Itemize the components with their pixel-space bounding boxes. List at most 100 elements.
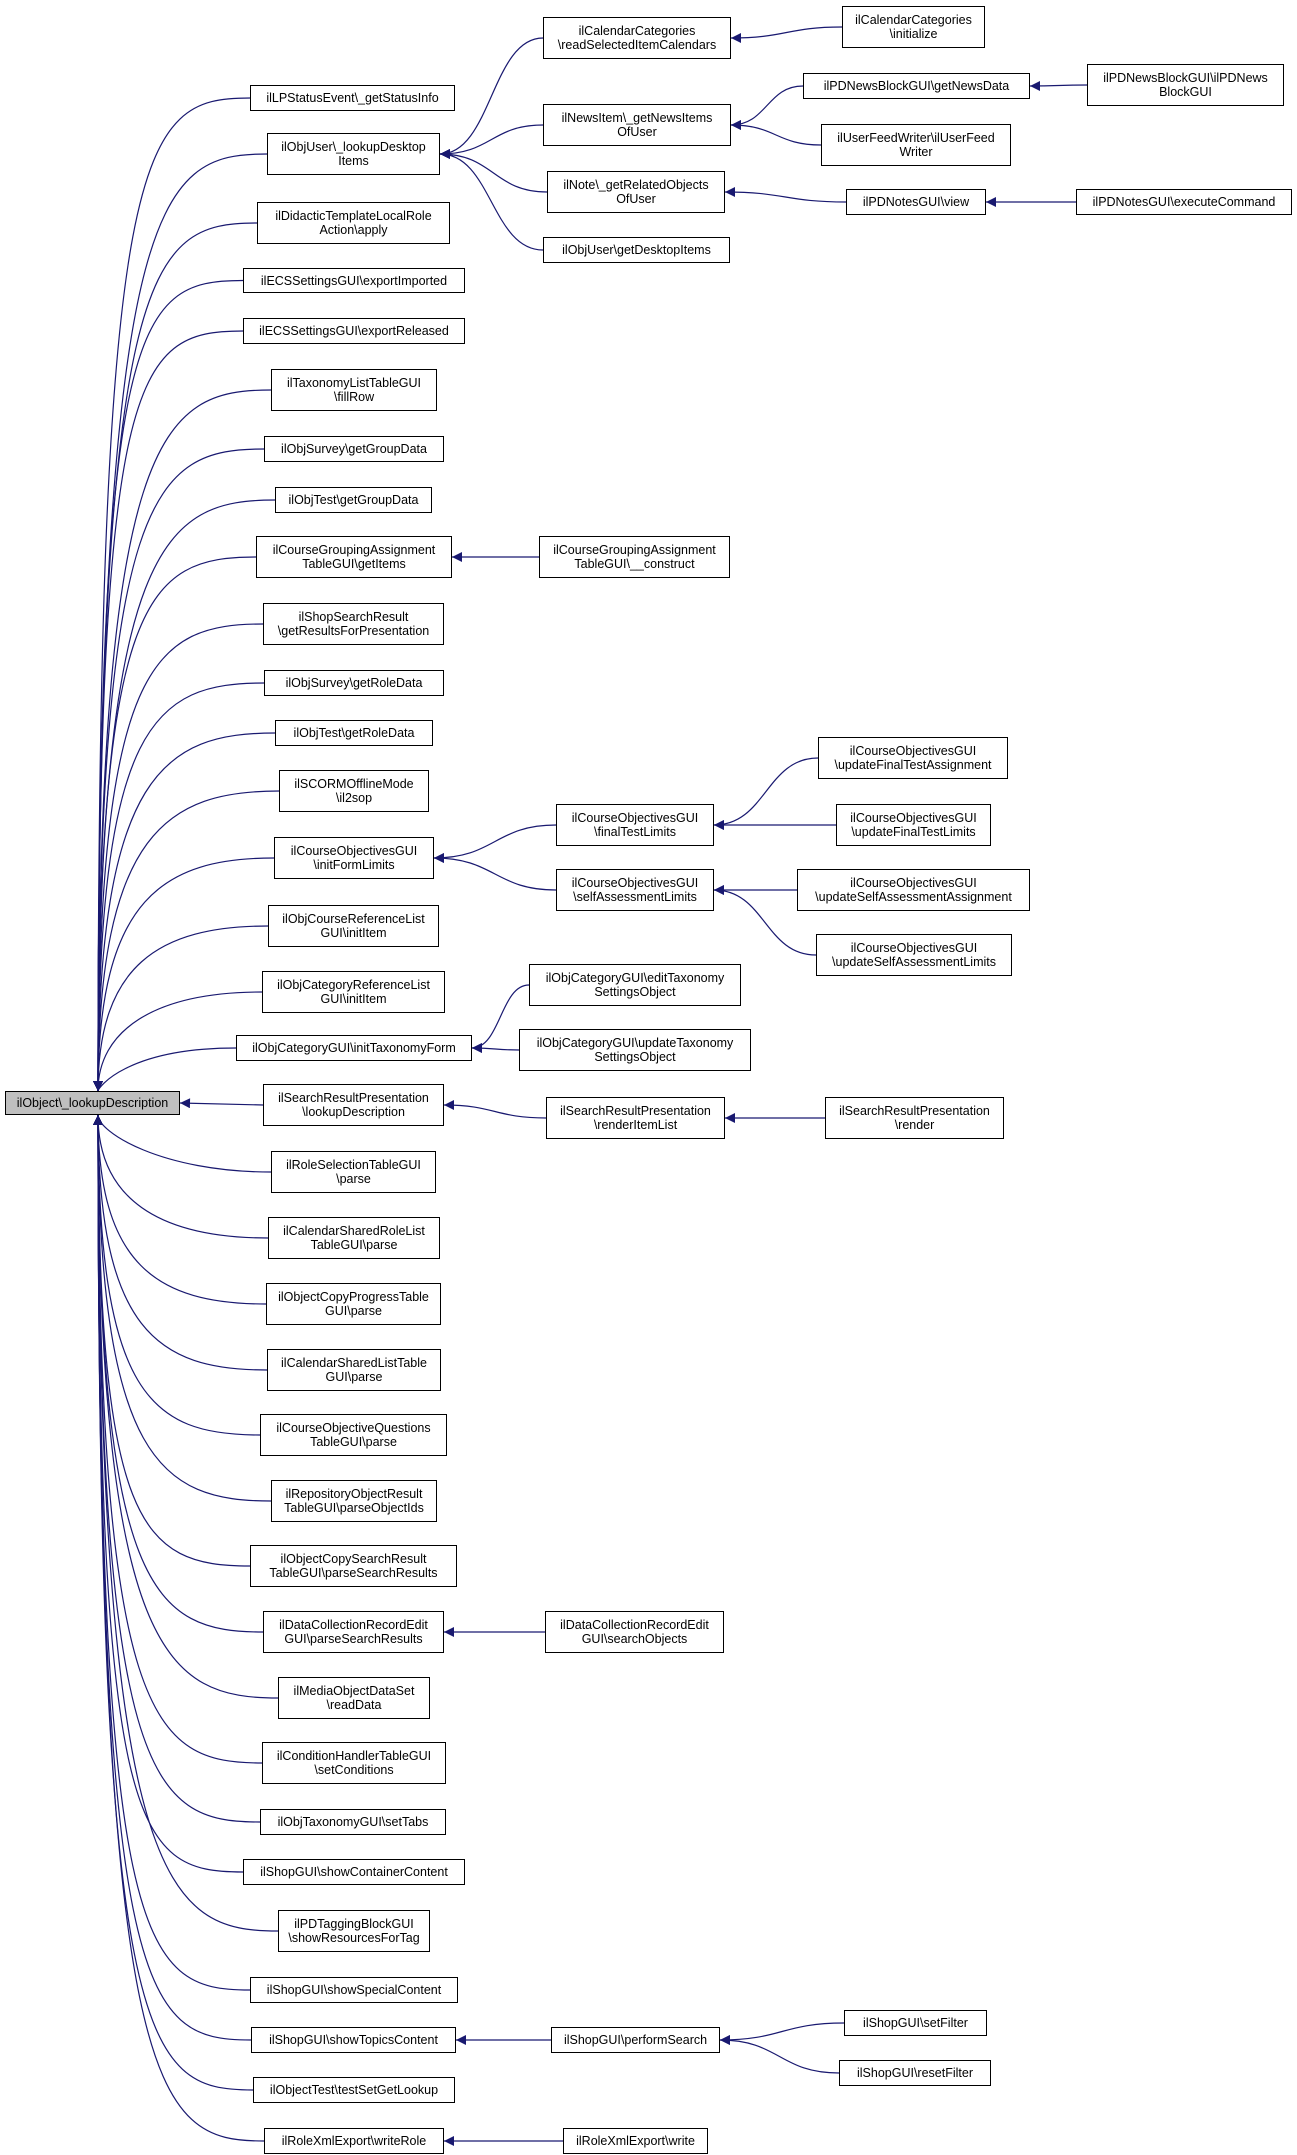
node-label-line: ilDataCollectionRecordEdit (560, 1618, 709, 1632)
graph-node[interactable]: ilCourseObjectivesGUI\updateFinalTestLim… (836, 804, 991, 846)
graph-node[interactable]: ilECSSettingsGUI\exportReleased (243, 318, 465, 344)
node-label-line: SettingsObject (594, 985, 676, 999)
call-edge (93, 682, 265, 1092)
graph-node[interactable]: ilObjectTest\testSetGetLookup (253, 2077, 455, 2103)
graph-node[interactable]: ilObjTaxonomyGUI\setTabs (260, 1809, 446, 1835)
graph-node[interactable]: ilRoleXmlExport\writeRole (264, 2128, 444, 2154)
call-edge (93, 1114, 272, 1173)
graph-node[interactable]: ilObjTest\getRoleData (275, 720, 433, 746)
graph-node[interactable]: ilCourseObjectivesGUI\updateFinalTestAss… (818, 737, 1008, 779)
call-edge (93, 732, 276, 1092)
call-edge (93, 556, 257, 1092)
graph-node[interactable]: ilSCORMOfflineMode\il2sop (279, 770, 429, 812)
node-label-line: ilObject\_lookupDescription (16, 1096, 169, 1110)
call-edge (93, 623, 264, 1092)
graph-node[interactable]: ilPDNewsBlockGUI\getNewsData (803, 73, 1030, 99)
node-label-line: ilObjUser\getDesktopItems (562, 243, 711, 257)
root-node[interactable]: ilObject\_lookupDescription (5, 1091, 180, 1115)
graph-node[interactable]: ilShopGUI\showContainerContent (243, 1859, 465, 1885)
graph-node[interactable]: ilObjSurvey\getRoleData (264, 670, 444, 696)
call-edge (93, 97, 251, 1092)
graph-node[interactable]: ilObjTest\getGroupData (275, 487, 432, 513)
graph-node[interactable]: ilSearchResultPresentation\render (825, 1097, 1004, 1139)
node-label-line: GUI\initItem (320, 926, 387, 940)
node-label-line: \getResultsForPresentation (277, 624, 430, 638)
graph-node[interactable]: ilShopSearchResult\getResultsForPresenta… (263, 603, 444, 645)
call-edge (93, 499, 276, 1092)
node-label-line: SettingsObject (594, 1050, 676, 1064)
graph-node[interactable]: ilCourseObjectivesGUI\updateSelfAssessme… (797, 869, 1030, 911)
graph-node[interactable]: ilObjSurvey\getGroupData (264, 436, 444, 462)
graph-node[interactable]: ilShopGUI\resetFilter (839, 2060, 991, 2086)
graph-node[interactable]: ilRoleXmlExport\write (563, 2128, 708, 2154)
node-label-line: ilCourseObjectivesGUI (850, 941, 978, 955)
graph-node[interactable]: ilPDNotesGUI\executeCommand (1076, 189, 1292, 215)
node-label-line: ilObjCategoryGUI\initTaxonomyForm (252, 1041, 456, 1055)
graph-node[interactable]: ilPDTaggingBlockGUI\showResourcesForTag (278, 1910, 430, 1952)
node-label-line: ilRoleSelectionTableGUI (286, 1158, 421, 1172)
node-label-line: ilObjCourseReferenceList (282, 912, 425, 926)
node-label-line: ilPDTaggingBlockGUI (294, 1917, 414, 1931)
graph-node[interactable]: ilSearchResultPresentation\renderItemLis… (546, 1097, 725, 1139)
graph-node[interactable]: ilECSSettingsGUI\exportImported (243, 268, 465, 293)
graph-node[interactable]: ilPDNotesGUI\view (846, 189, 986, 215)
node-label-line: ilObjTest\getGroupData (288, 493, 419, 507)
graph-node[interactable]: ilSearchResultPresentation\lookupDescrip… (263, 1084, 444, 1126)
call-edge (93, 790, 280, 1092)
graph-node[interactable]: ilConditionHandlerTableGUI\setConditions (262, 1742, 446, 1784)
call-edge (1029, 80, 1088, 91)
graph-node[interactable]: ilCalendarCategories\initialize (842, 6, 985, 48)
node-label-line: \il2sop (335, 791, 373, 805)
graph-node[interactable]: ilShopGUI\setFilter (844, 2010, 987, 2036)
call-edge (93, 1114, 267, 1305)
graph-node[interactable]: ilRoleSelectionTableGUI\parse (271, 1151, 436, 1193)
graph-node[interactable]: ilShopGUI\performSearch (551, 2027, 720, 2053)
call-edge (730, 85, 804, 130)
node-label-line: ilObjectTest\testSetGetLookup (269, 2083, 439, 2097)
node-label-line: ilPDNewsBlockGUI\ilPDNews (1103, 71, 1268, 85)
graph-node[interactable]: ilCourseObjectivesGUI\finalTestLimits (556, 804, 714, 846)
node-label-line: ilSearchResultPresentation (560, 1104, 711, 1118)
node-label-line: ilCourseGroupingAssignment (272, 543, 436, 557)
graph-node[interactable]: ilObjUser\getDesktopItems (543, 237, 730, 263)
graph-node[interactable]: ilShopGUI\showSpecialContent (250, 1977, 458, 2003)
call-edge (93, 1114, 268, 1371)
graph-node[interactable]: ilShopGUI\showTopicsContent (251, 2027, 456, 2053)
node-label-line: ilDidacticTemplateLocalRole (275, 209, 432, 223)
node-label-line: ilLPStatusEvent\_getStatusInfo (266, 91, 439, 105)
node-label-line: BlockGUI (1159, 85, 1212, 99)
graph-node[interactable]: ilCourseObjectivesGUI\updateSelfAssessme… (816, 934, 1012, 976)
call-edge (93, 330, 244, 1092)
call-edge (724, 187, 847, 203)
graph-node[interactable]: ilCourseObjectivesGUI\initFormLimits (274, 837, 434, 879)
graph-node[interactable]: ilTaxonomyListTableGUI\fillRow (271, 369, 437, 411)
graph-node[interactable]: ilLPStatusEvent\_getStatusInfo (250, 85, 455, 111)
graph-node[interactable]: ilObjCategoryGUI\initTaxonomyForm (236, 1035, 472, 1061)
node-label-line: \updateSelfAssessmentLimits (832, 955, 996, 969)
graph-node[interactable]: ilCalendarCategories\readSelectedItemCal… (543, 17, 731, 59)
node-label-line: TableGUI\parse (310, 1238, 398, 1252)
node-label-line: \finalTestLimits (594, 825, 676, 839)
graph-node[interactable]: ilMediaObjectDataSet\readData (278, 1677, 430, 1719)
graph-node[interactable]: ilCourseObjectivesGUI\selfAssessmentLimi… (556, 869, 714, 911)
